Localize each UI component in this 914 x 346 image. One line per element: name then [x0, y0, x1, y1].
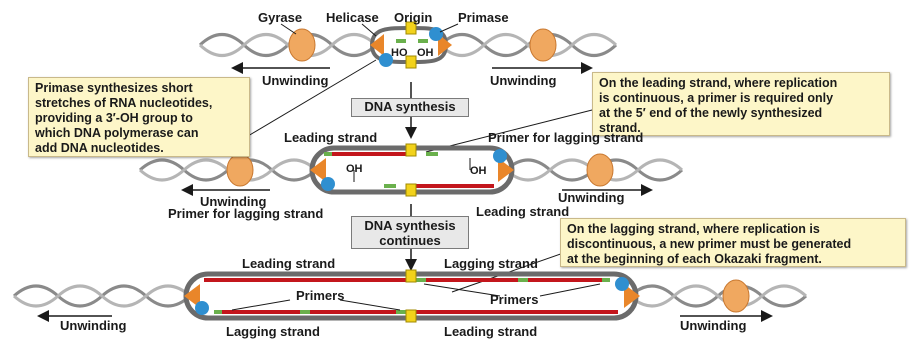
label-mid-leading-strand-top: Leading strand	[284, 130, 377, 145]
label-top-unwinding-left: Unwinding	[262, 73, 328, 88]
label-mid-oh-left: OH	[346, 162, 363, 177]
label-bot-leading-strand-top: Leading strand	[242, 256, 335, 271]
bottom-replication-bubble	[14, 270, 806, 322]
bottom-primer-6	[602, 278, 610, 282]
label-bot-leading-strand-bottom: Leading strand	[444, 324, 537, 339]
label-mid-unwinding-right: Unwinding	[558, 190, 624, 205]
label-mid-oh-right: OH	[470, 164, 487, 179]
gyrase-enzyme-right	[530, 29, 556, 61]
primase-right	[429, 27, 443, 41]
label-mid-primer-lagging-left: Primer for lagging strand	[168, 206, 323, 221]
label-ho: HO	[391, 46, 408, 61]
label-bot-lagging-strand-bottom: Lagging strand	[226, 324, 320, 339]
middle-gyrase-left	[227, 154, 253, 186]
label-bot-primers-left: Primers	[296, 288, 344, 303]
top-replication-bubble	[200, 22, 616, 68]
label-mid-leading-strand-bottom: Leading strand	[476, 204, 569, 219]
bottom-right-helix	[630, 286, 806, 306]
label-oh: OH	[417, 46, 434, 61]
label-bot-lagging-strand-top: Lagging strand	[444, 256, 538, 271]
callout-primase: Primase synthesizes short stretches of R…	[28, 77, 250, 157]
top-right-helix	[440, 35, 616, 56]
bottom-primer-2	[300, 310, 310, 314]
top-primer-right	[418, 39, 428, 43]
label-bot-primers-right: Primers	[490, 292, 538, 307]
label-bot-unwinding-left: Unwinding	[60, 318, 126, 333]
gyrase-enzyme-left	[289, 29, 315, 61]
label-gyrase: Gyrase	[258, 10, 302, 25]
label-bot-unwinding-right: Unwinding	[680, 318, 746, 333]
middle-gyrase-right	[587, 154, 613, 186]
bottom-primer-5	[518, 278, 528, 282]
bottom-primer-4	[416, 278, 426, 282]
callout-lagging-strand: On the lagging strand, where replication…	[560, 218, 906, 267]
bottom-primer-3	[396, 310, 406, 314]
middle-primer-top	[426, 152, 438, 156]
label-origin: Origin	[394, 10, 432, 25]
label-primase: Primase	[458, 10, 509, 25]
callout-leading-strand: On the leading strand, where replication…	[592, 72, 890, 136]
middle-primer-bottom	[384, 184, 396, 188]
step-dna-synthesis-continues: DNA synthesis continues	[351, 216, 469, 249]
label-mid-primer-lagging-right: Primer for lagging strand	[488, 130, 643, 145]
bottom-gyrase-right	[723, 280, 749, 312]
step-dna-synthesis: DNA synthesis	[351, 98, 469, 117]
label-helicase: Helicase	[326, 10, 379, 25]
bottom-primer-1	[214, 310, 222, 314]
bottom-left-helix	[14, 286, 190, 306]
top-left-helix	[200, 35, 376, 56]
label-top-unwinding-right: Unwinding	[490, 73, 556, 88]
top-primer-left	[396, 39, 406, 43]
